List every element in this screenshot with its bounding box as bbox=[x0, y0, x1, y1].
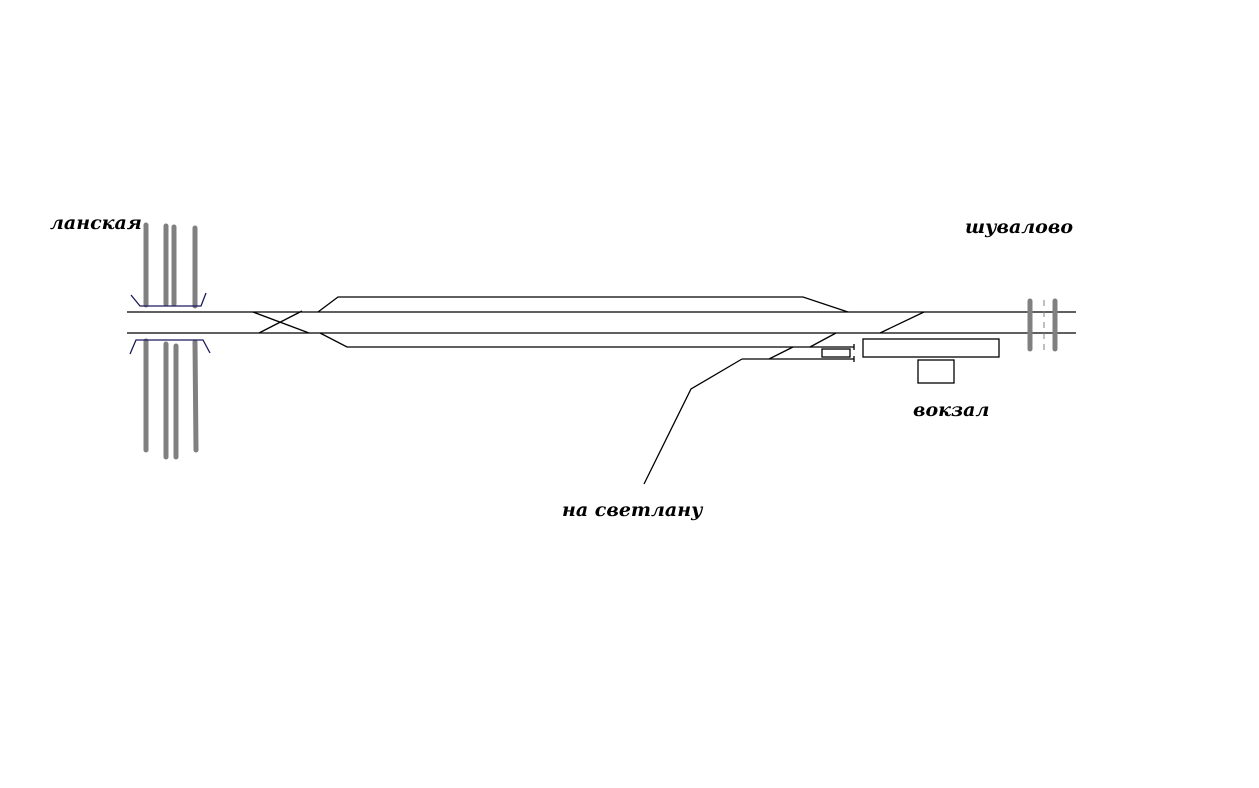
crossover-left-a bbox=[252, 311, 310, 334]
dead-end-switch bbox=[768, 346, 794, 360]
station-label-vokzal: вокзал bbox=[913, 399, 990, 421]
small-platform bbox=[821, 348, 851, 358]
bridge-bar bbox=[192, 339, 199, 453]
lower-siding bbox=[319, 332, 854, 348]
branch-to-svetlana bbox=[643, 358, 743, 485]
branch-label-na-svetlanu: на светлану bbox=[562, 499, 703, 521]
station-label-shuvalovo: шувалово bbox=[965, 216, 1073, 238]
platform-edge-lower bbox=[129, 339, 211, 355]
platform-edge-upper bbox=[130, 292, 207, 307]
lower-siding-switch bbox=[809, 332, 837, 348]
station-building bbox=[917, 359, 955, 384]
crossover-left-b bbox=[258, 310, 303, 334]
crossover-right bbox=[879, 311, 925, 334]
upper-siding bbox=[317, 296, 849, 313]
station-label-lanskaya: ланская bbox=[50, 212, 142, 234]
station-platform bbox=[862, 338, 1000, 358]
